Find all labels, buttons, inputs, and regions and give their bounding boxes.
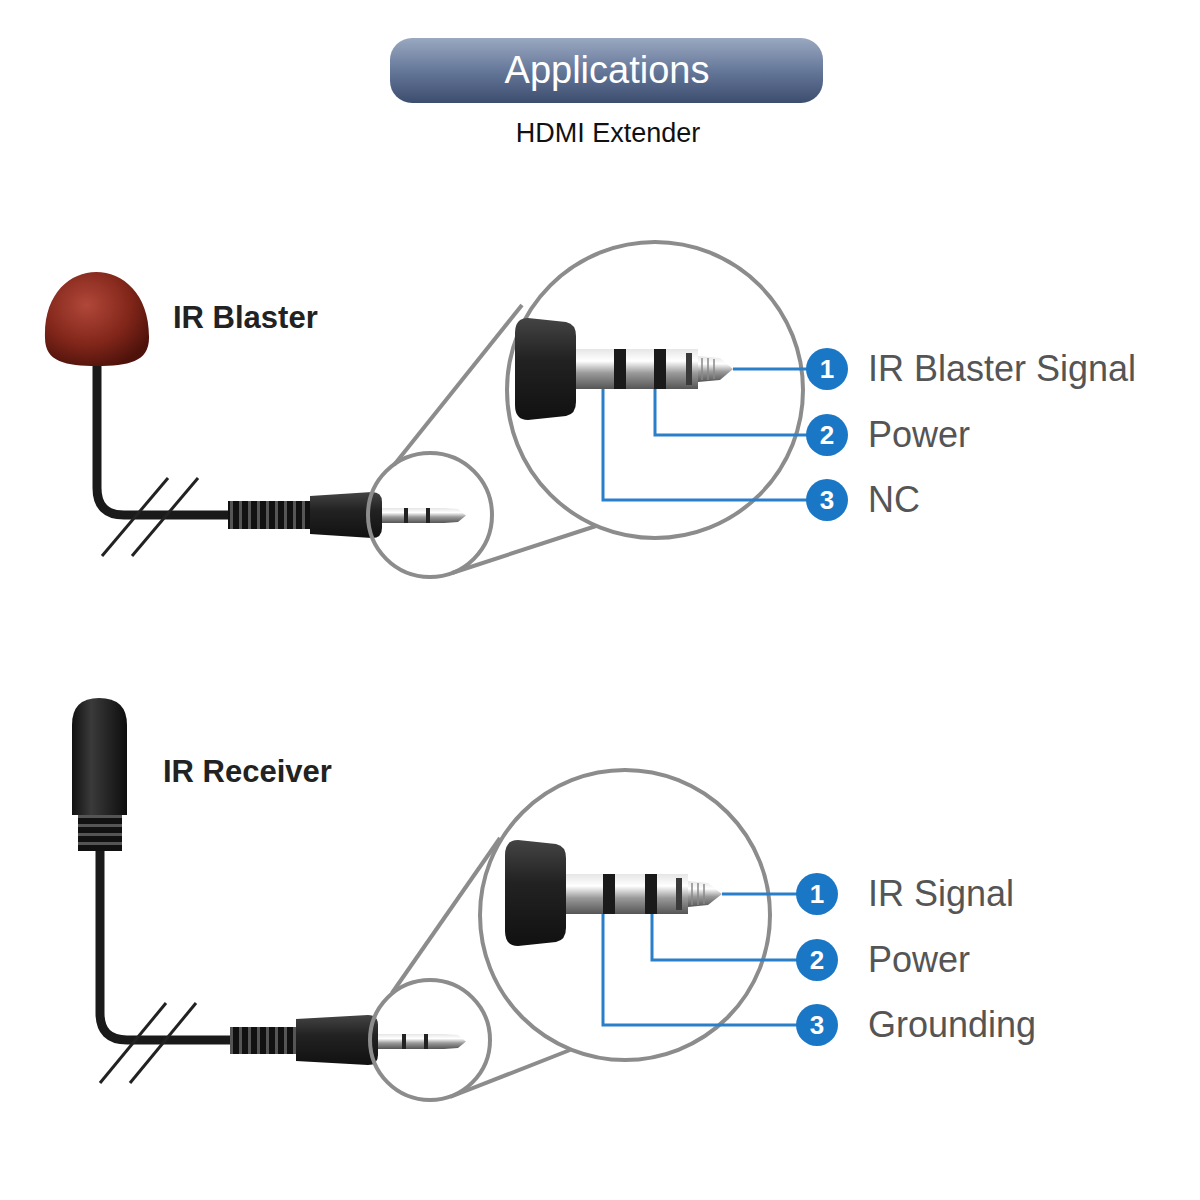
callout-circles xyxy=(796,873,838,1046)
pin-name: NC xyxy=(868,482,920,518)
callout-number: 3 xyxy=(820,487,834,513)
plug-enlarged xyxy=(515,318,733,420)
callout-number: 2 xyxy=(820,422,834,448)
callout-number: 2 xyxy=(810,947,824,973)
leader-lines xyxy=(603,894,797,1025)
title: Applications xyxy=(505,51,710,89)
zoom-callout xyxy=(370,770,770,1100)
plug-enlarged xyxy=(505,840,722,946)
pin-name: Power xyxy=(868,417,970,453)
leader-lines xyxy=(603,369,807,500)
pin-name: Grounding xyxy=(868,1007,1036,1043)
subtitle: HDMI Extender xyxy=(516,120,701,147)
pin-name: IR Blaster Signal xyxy=(868,351,1136,387)
part-name: IR Blaster xyxy=(173,302,318,333)
callout-circles xyxy=(806,348,848,521)
title-pill xyxy=(390,38,823,103)
ir-blaster-figure xyxy=(45,272,466,556)
callout-number: 1 xyxy=(810,881,824,907)
zoom-callout xyxy=(368,242,803,577)
ir-receiver-figure xyxy=(72,698,466,1083)
callout-number: 1 xyxy=(820,356,834,382)
part-name: IR Receiver xyxy=(163,756,332,787)
pin-name: IR Signal xyxy=(868,876,1014,912)
pin-name: Power xyxy=(868,942,970,978)
callout-number: 3 xyxy=(810,1012,824,1038)
